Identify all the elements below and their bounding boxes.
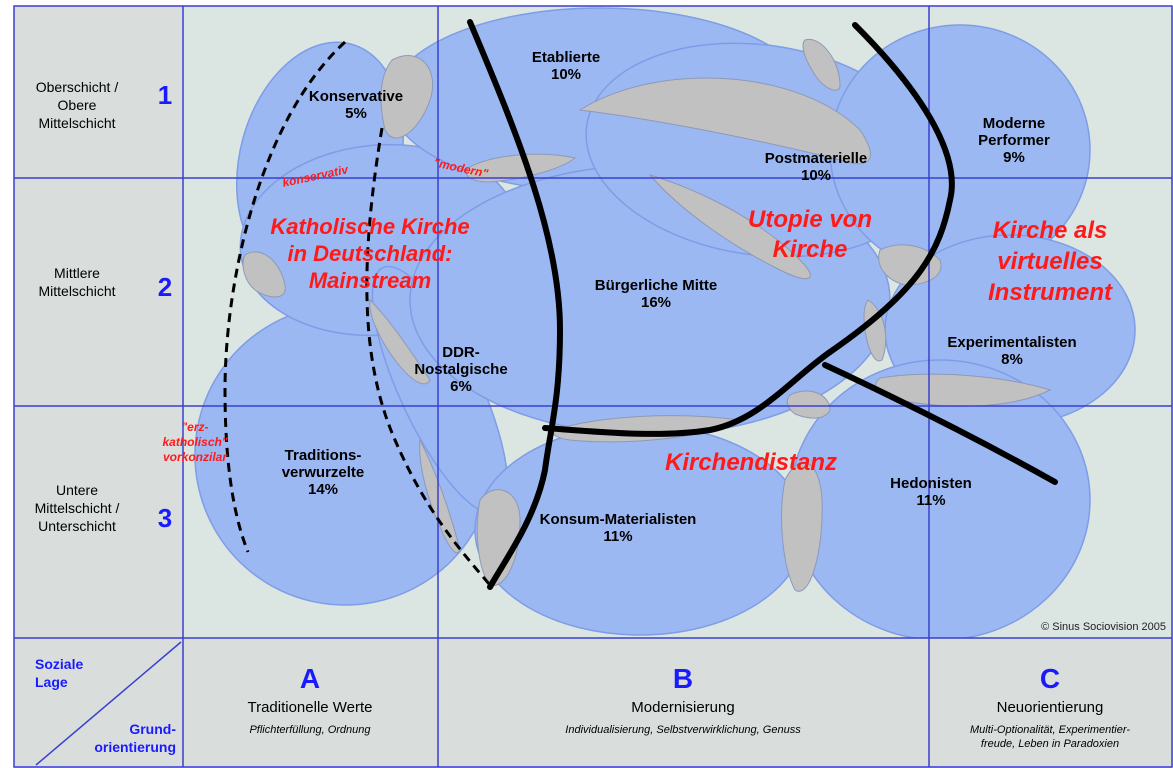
column-subtitle: Individualisierung, Selbstverwirklichung… (565, 724, 801, 736)
dashed-boundaries (223, 40, 492, 586)
column-subtitle: Multi-Optionalität, Experimentier-freude… (970, 724, 1130, 750)
overlap (648, 174, 811, 280)
column-letter: C (1040, 663, 1060, 694)
overlap (380, 55, 434, 139)
copyright: © Sinus Sociovision 2005 (1041, 621, 1166, 633)
row-label-panel (14, 6, 183, 638)
overlap (781, 462, 823, 592)
boundary-mainstream (467, 19, 563, 590)
overlap (578, 77, 871, 165)
column-letter: B (673, 663, 693, 694)
overlap (369, 298, 431, 385)
solid-boundaries (467, 19, 1058, 590)
overlap (802, 38, 841, 91)
annotation-kirchendistanz: Kirchendistanz (665, 449, 837, 476)
overlap-regions (242, 38, 1052, 592)
overlap (465, 153, 577, 183)
column-subtitle: Pflichterfüllung, Ordnung (249, 724, 371, 736)
annotation-erzkatholisch: "erz-katholisch"vorkonzilar (162, 420, 228, 464)
milieu-blobs (194, 7, 1136, 638)
grid-lines (13, 5, 1173, 768)
corner-grundorientierung: Grund-orientierung (94, 721, 176, 755)
boundary-kirchendistanz (542, 349, 833, 437)
row-number: 3 (158, 503, 172, 533)
column-title: Traditionelle Werte (247, 699, 372, 716)
column-title: Modernisierung (631, 699, 734, 716)
boundary-hedonisten (822, 362, 1058, 485)
overlap (242, 251, 286, 298)
column-label-panel (14, 638, 1173, 768)
column-title: Neuorientierung (997, 699, 1104, 716)
overlap (786, 390, 831, 419)
overlap (476, 489, 521, 586)
dashed-line-konservativ (365, 127, 492, 586)
column-letter: A (300, 663, 320, 694)
boundary-utopie (827, 22, 955, 355)
overlap (878, 244, 942, 286)
row-number: 1 (158, 80, 172, 110)
dashed-line-erzkatholisch (223, 40, 347, 553)
row-number: 2 (158, 272, 172, 302)
